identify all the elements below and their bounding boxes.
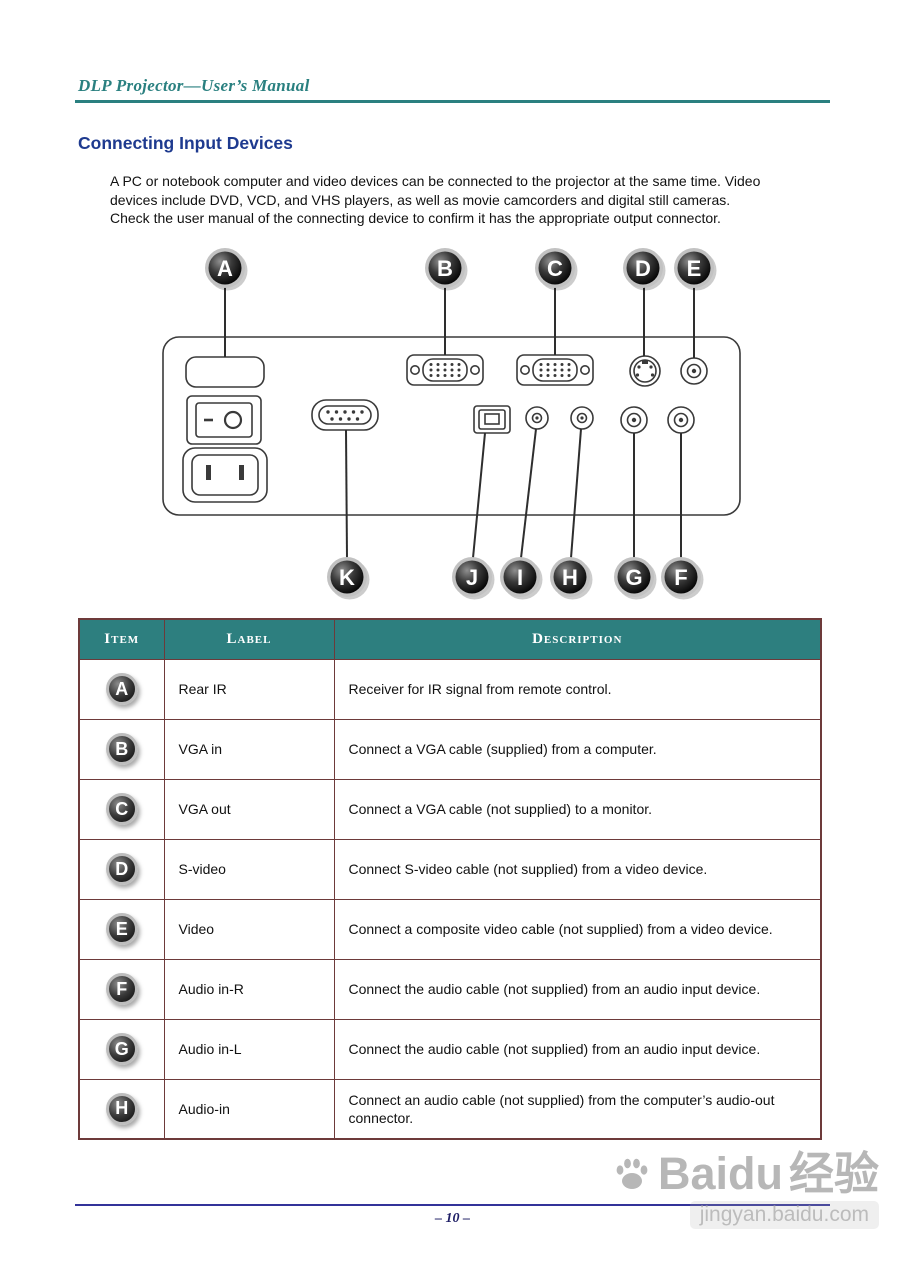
callout-e: E [674,248,717,291]
usb-port [473,405,511,434]
svg-text:K: K [339,565,355,590]
label-cell: S-video [163,838,335,900]
video-rca-port [680,357,708,385]
item-badge: G [105,1033,138,1065]
watermark-brand: Baidu [657,1148,783,1199]
description-cell: Connect a VGA cable (supplied) from a co… [333,718,822,780]
table-header-row: Item Label Description [78,618,822,660]
watermark: Baidu 经验 jingyan.baidu.com [612,1150,879,1229]
power-inlet [182,447,268,503]
footer-rule [75,1204,830,1206]
item-badge: B [105,733,138,765]
projector-panel [162,336,741,516]
description-cell: Connect an audio cable (not supplied) fr… [333,1078,822,1140]
intro-paragraph: A PC or notebook computer and video devi… [110,172,840,228]
svg-text:A: A [217,256,233,281]
power-switch [186,395,262,445]
callout-c: C [535,248,578,291]
description-cell: Connect a composite video cable (not sup… [333,898,822,960]
watermark-url: jingyan.baidu.com [689,1201,879,1229]
col-header-description: Description [333,618,822,660]
label-cell: Audio-in [163,1078,335,1140]
watermark-brand-cn: 经验 [788,1148,879,1199]
svg-text:C: C [547,256,563,281]
svg-text:B: B [437,256,453,281]
item-badge: C [105,793,138,825]
serial-port [311,399,379,431]
label-cell: Audio in-L [163,1018,335,1080]
intro-line: devices include DVD, VCD, and VHS player… [110,191,731,208]
callout-h: H [550,557,593,600]
table-row: C VGA out Connect a VGA cable (not suppl… [78,778,822,840]
callout-b: B [425,248,468,291]
baidu-paw-icon [616,1158,648,1189]
table-row: A Rear IR Receiver for IR signal from re… [78,658,822,720]
connector-table: Item Label Description A Rear IR Receive… [78,618,822,1140]
table-row: G Audio in-L Connect the audio cable (no… [78,1018,822,1080]
table-row: D S-video Connect S-video cable (not sup… [78,838,822,900]
callout-a: A [205,248,248,291]
item-badge: D [105,853,138,885]
table-row: H Audio-in Connect an audio cable (not s… [78,1078,822,1140]
leader-lines [224,287,695,559]
label-cell: Rear IR [163,658,335,720]
label-cell: Video [163,898,335,960]
description-cell: Connect S-video cable (not supplied) fro… [333,838,822,900]
svg-text:J: J [466,565,478,590]
description-cell: Connect a VGA cable (not supplied) to a … [333,778,822,840]
svg-text:F: F [674,565,687,590]
item-badge: F [105,973,138,1005]
manual-header-title: DLP Projector—User’s Manual [78,76,310,95]
callout-d: D [623,248,666,291]
audio-jack-h [570,406,594,430]
intro-line: A PC or notebook computer and video devi… [110,173,761,189]
vga-out-port [516,354,594,386]
callout-i: I [500,557,543,600]
section-heading: Connecting Input Devices [78,133,293,153]
col-header-item: Item [78,618,165,660]
rear-panel-diagram: A B C D E [162,248,741,600]
header-rule [75,100,830,103]
callout-f: F [661,557,704,600]
table-row: F Audio in-R Connect the audio cable (no… [78,958,822,1020]
callout-k: K [327,557,370,600]
callout-j: J [452,557,495,600]
intro-line: Check the user manual of the connecting … [110,210,721,226]
audio-rca-r [667,406,695,434]
watermark-brand-row: Baidu 经验 [612,1150,879,1198]
description-cell: Connect the audio cable (not supplied) f… [333,958,822,1020]
item-badge: A [105,673,138,705]
svg-text:D: D [635,256,651,281]
page-number: – 10 – [435,1211,470,1226]
audio-rca-l [620,406,648,434]
svg-text:G: G [625,565,642,590]
table-row: B VGA in Connect a VGA cable (supplied) … [78,718,822,780]
label-cell: Audio in-R [163,958,335,1020]
svg-text:H: H [562,565,578,590]
ir-window [185,356,265,388]
label-cell: VGA out [163,778,335,840]
item-badge: H [105,1092,138,1125]
svg-text:E: E [687,256,702,281]
col-header-label: Label [163,618,335,660]
label-cell: VGA in [163,718,335,780]
description-cell: Connect the audio cable (not supplied) f… [333,1018,822,1080]
svg-text:I: I [517,565,523,590]
description-cell: Receiver for IR signal from remote contr… [333,658,822,720]
table-row: E Video Connect a composite video cable … [78,898,822,960]
audio-jack-i [525,406,549,430]
s-video-port [629,355,661,387]
item-badge: E [105,913,138,945]
callout-g: G [614,557,657,600]
vga-in-port [406,354,484,386]
